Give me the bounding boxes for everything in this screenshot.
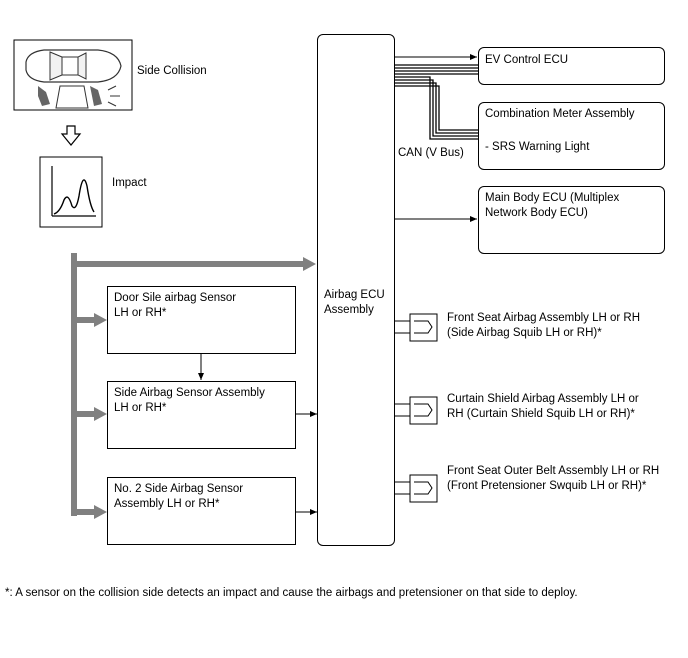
- side-sensor-label: Side Airbag Sensor Assembly LH or RH*: [114, 387, 265, 414]
- impact-label: Impact: [112, 177, 147, 189]
- down-arrow-icon: [60, 125, 82, 146]
- squib-connector-1: [395, 313, 438, 342]
- no2-sensor-label: No. 2 Side Airbag Sensor Assembly LH or …: [114, 483, 244, 510]
- can-bus-lines: [395, 64, 478, 140]
- can-bus-label: CAN (V Bus): [398, 147, 464, 159]
- main-body-ecu-box: Main Body ECU (Multiplex Network Body EC…: [478, 186, 665, 254]
- door-sensor-box: Door Sile airbag Sensor LH or RH*: [107, 286, 296, 354]
- front-seat-belt-label: Front Seat Outer Belt Assembly LH or RH …: [447, 465, 660, 492]
- combination-meter-label: Combination Meter Assembly: [485, 108, 635, 120]
- door-sensor-label: Door Sile airbag Sensor LH or RH*: [114, 292, 237, 319]
- impact-graph: [39, 156, 103, 228]
- side-sensor-box: Side Airbag Sensor Assembly LH or RH*: [107, 381, 296, 449]
- car-collision-illustration: [13, 39, 133, 111]
- airbag-ecu-box: Airbag ECU Assembly: [317, 34, 395, 546]
- front-seat-airbag-label: Front Seat Airbag Assembly LH or RH (Sid…: [447, 312, 641, 339]
- impact-signal-bus: [71, 253, 316, 519]
- side-collision-label: Side Collision: [137, 65, 207, 77]
- ev-control-ecu-label: EV Control ECU: [485, 54, 569, 66]
- combination-meter-box: Combination Meter Assembly - SRS Warning…: [478, 102, 665, 170]
- squib-connector-3: [395, 474, 438, 503]
- airbag-ecu-label: Airbag ECU Assembly: [324, 289, 385, 316]
- srs-warning-light-label: - SRS Warning Light: [485, 141, 590, 153]
- main-body-ecu-label: Main Body ECU (Multiplex Network Body EC…: [485, 192, 620, 219]
- squib-connector-2: [395, 396, 438, 425]
- footnote: *: A sensor on the collision side detect…: [5, 587, 578, 599]
- ev-control-ecu-box: EV Control ECU: [478, 47, 665, 85]
- no2-sensor-box: No. 2 Side Airbag Sensor Assembly LH or …: [107, 477, 296, 545]
- curtain-shield-airbag-label: Curtain Shield Airbag Assembly LH or RH …: [447, 393, 639, 420]
